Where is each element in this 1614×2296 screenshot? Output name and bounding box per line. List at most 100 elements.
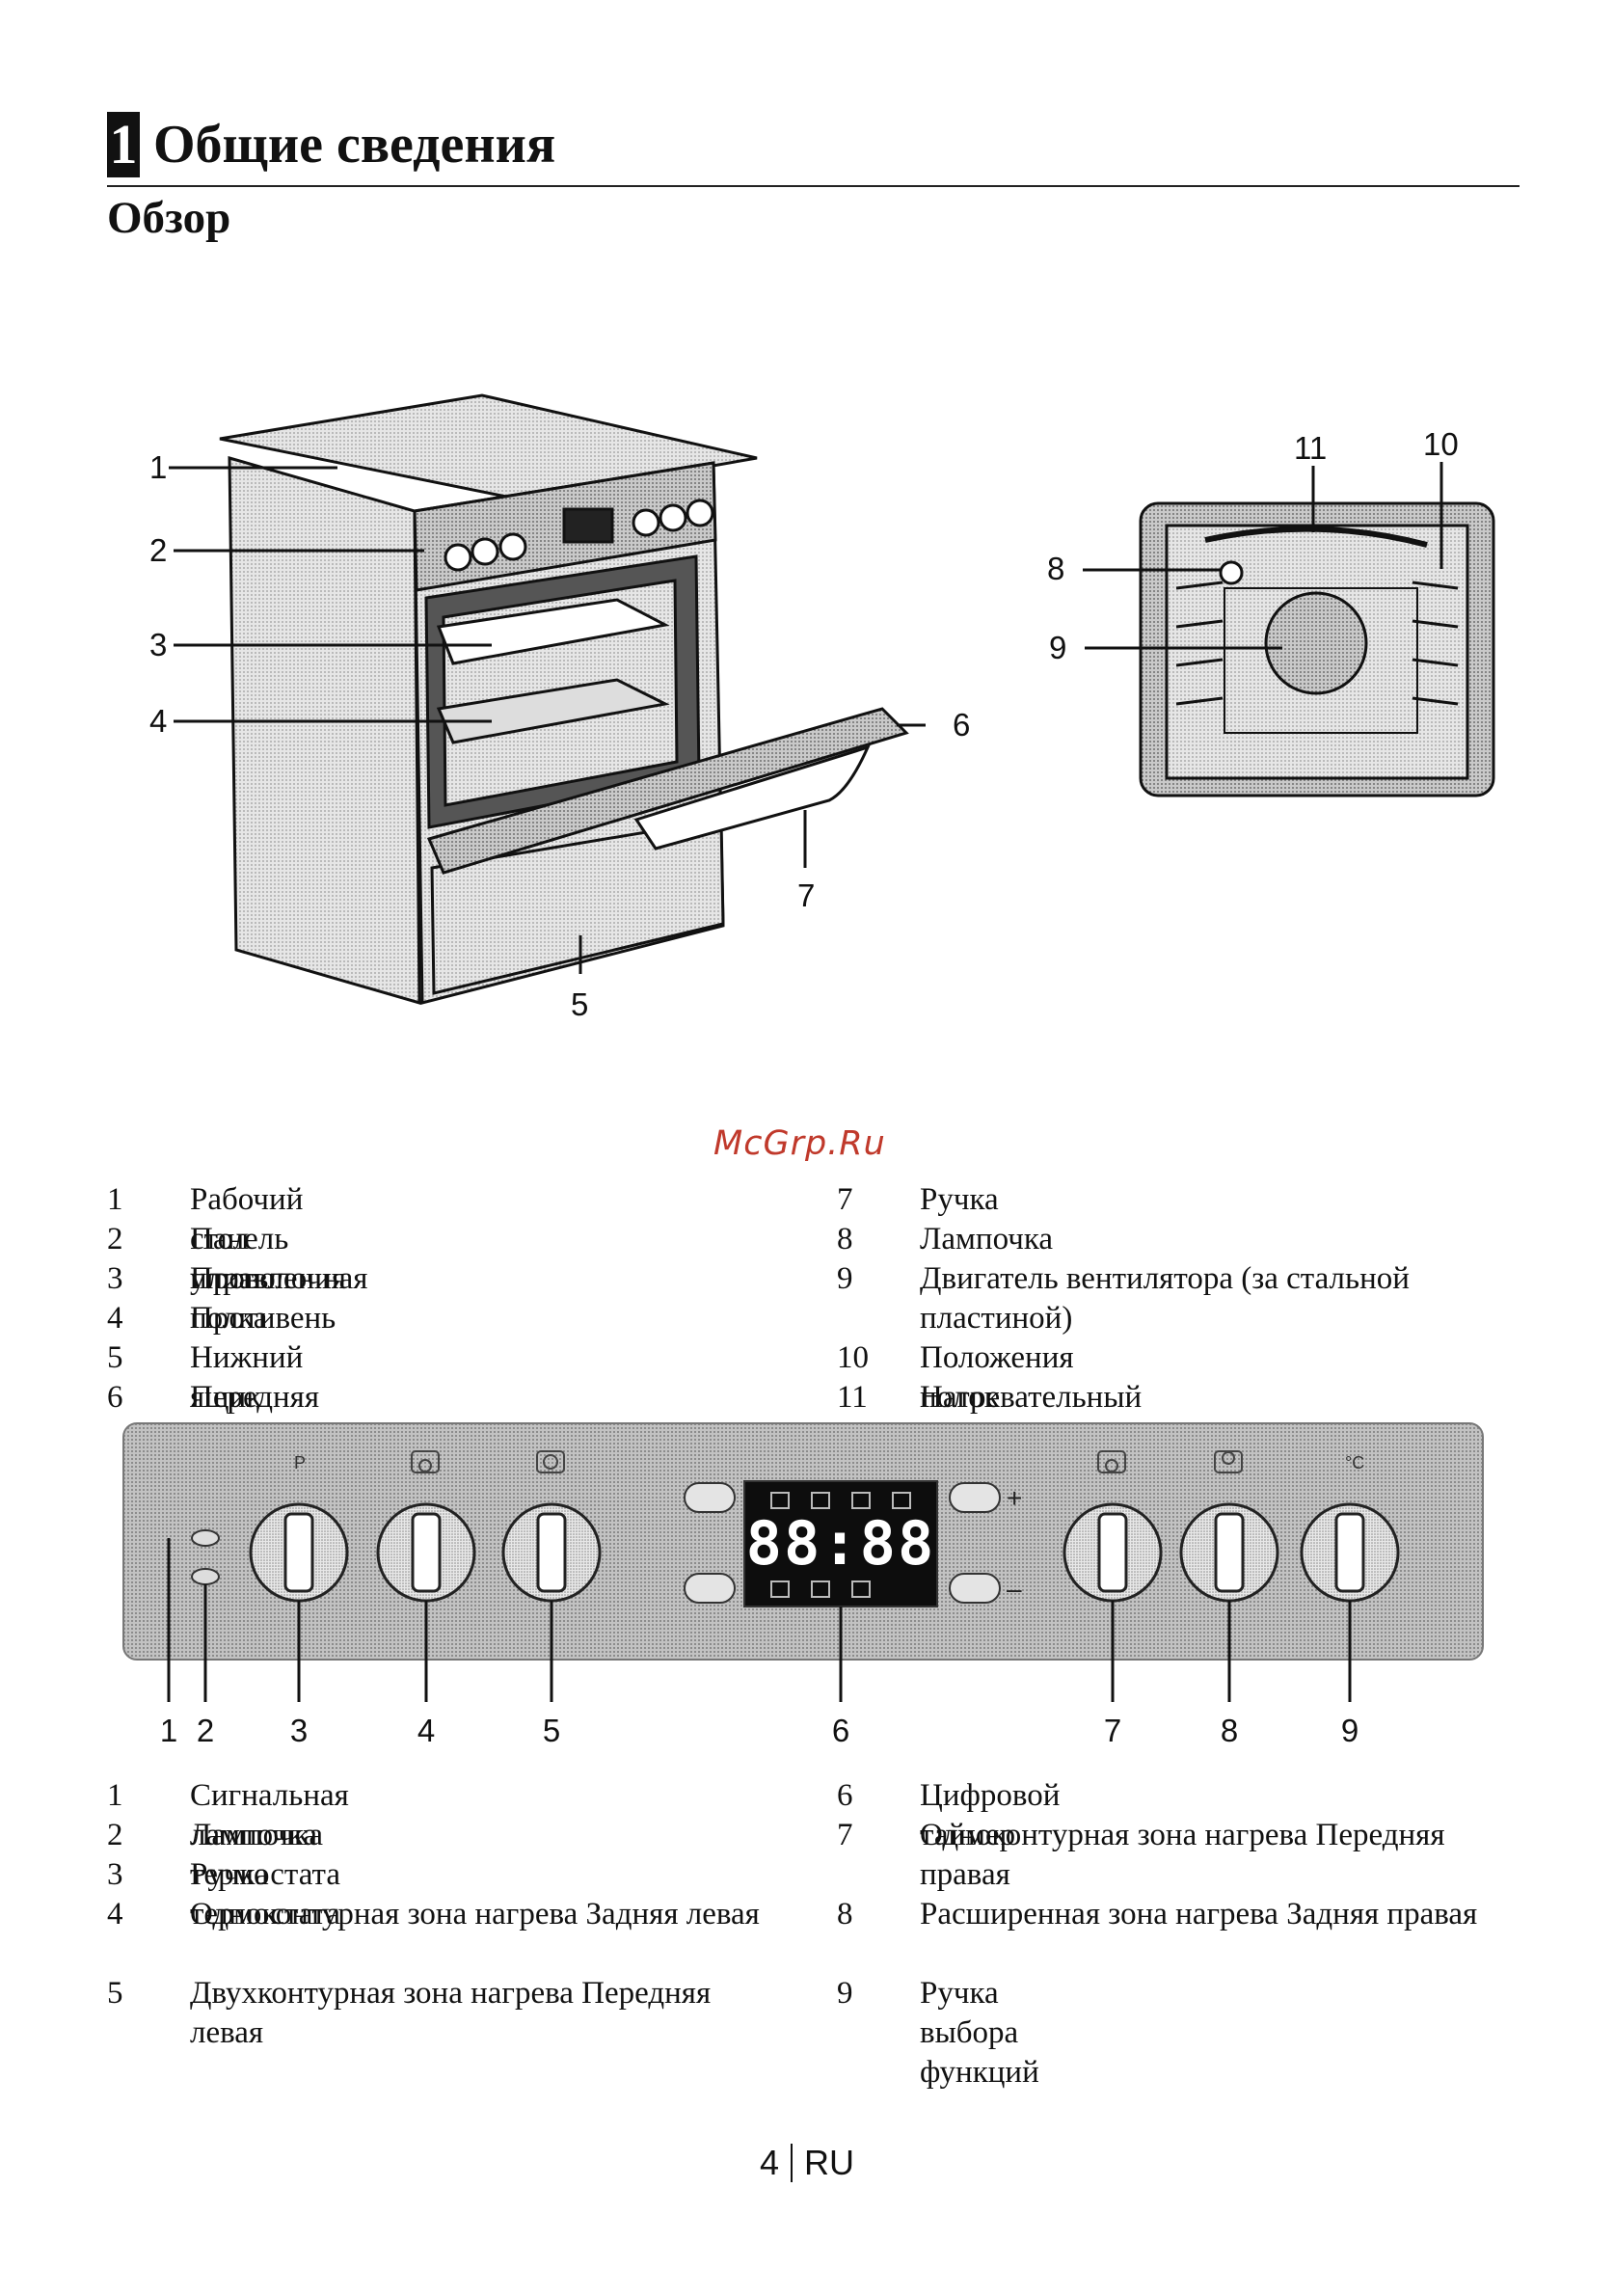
legend-text: Ручка [920, 1182, 999, 1217]
legend-num: 9 [837, 1976, 853, 2011]
oven-callout-label: 8 [1047, 551, 1064, 586]
function-selector-knob[interactable] [1300, 1502, 1400, 1603]
chapter-number: 1 [107, 112, 140, 177]
legend-text: Лампочка [920, 1222, 1053, 1256]
rear-right-zone-knob[interactable] [1179, 1502, 1279, 1603]
legend-num: 1 [107, 1182, 123, 1217]
minus-sign: – [1007, 1574, 1022, 1604]
legend-num: 1 [107, 1778, 123, 1813]
legend-num: 3 [107, 1857, 123, 1892]
stove-callout-label: 1 [149, 449, 167, 485]
legend-num: 5 [107, 1976, 123, 2011]
oven-callout-label: 11 [1294, 430, 1327, 466]
legend-num: 2 [107, 1222, 123, 1256]
legend-text: Проволочная полка [190, 1261, 368, 1336]
timer-buttons [684, 1482, 1001, 1604]
page-footer: 4 RU [0, 2143, 1614, 2183]
stove-callout-label: 3 [149, 627, 167, 662]
legend-num: 8 [837, 1222, 853, 1256]
panel-callout-label: 6 [832, 1713, 849, 1748]
thermostat-symbol: P [294, 1453, 306, 1472]
oven-callout-label: 9 [1049, 630, 1066, 665]
footer-separator [791, 2144, 794, 2182]
stove-callouts: 1 2 3 4 6 7 5 [149, 449, 970, 1022]
stove-figure: 1 2 3 4 6 7 5 11 10 8 9 [149, 393, 1495, 1022]
panel-callout-label: 1 [160, 1713, 177, 1748]
rear-left-zone-knob[interactable] [376, 1502, 476, 1603]
oven-shelf-rails [1175, 581, 1459, 706]
panel-callouts: 1 2 3 4 5 6 7 8 9 [160, 1713, 1358, 1748]
thermostat-knob[interactable] [249, 1502, 349, 1603]
legend-text: Положения полок [920, 1340, 1074, 1415]
front-left-zone-knob[interactable] [501, 1502, 602, 1603]
oven-callout-label: 10 [1423, 426, 1459, 462]
oven-interior-drawing [1139, 501, 1495, 797]
oven-callouts: 11 10 8 9 [1047, 426, 1459, 665]
signal-lamp [191, 1529, 220, 1547]
legend-text: Двигатель вентилятора (за стальной пласт… [920, 1261, 1410, 1336]
timer-mode-icons [770, 1492, 911, 1598]
panel-callout-label: 7 [1104, 1713, 1121, 1748]
page-language: RU [804, 2143, 855, 2182]
stove-callout-label: 2 [149, 532, 167, 568]
legend-num: 8 [837, 1897, 853, 1931]
legend-num: 6 [107, 1380, 123, 1415]
timer-minus-button[interactable] [949, 1573, 1001, 1604]
stove-legend: 1 Рабочий стол плиты 2 Панель управления… [107, 1180, 1520, 1454]
legend-num: 4 [107, 1301, 123, 1336]
watermark: McGrp.Ru [713, 1124, 886, 1163]
legend-text: Цифровой таймер [920, 1778, 1061, 1852]
stove-callout-lines [169, 466, 926, 974]
legend-num: 2 [107, 1818, 123, 1852]
stove-callout-label: 5 [571, 986, 588, 1022]
page-number: 4 [759, 2143, 780, 2182]
zone-icon [411, 1450, 1243, 1473]
timer-display: 88:88 [746, 1508, 936, 1579]
legend-text: Панель управления [190, 1222, 347, 1296]
section-title: Обзор [107, 193, 231, 243]
legend-text: Ручка выбора функций [920, 1976, 1039, 2090]
oven-callout-lines [1083, 462, 1443, 650]
digital-timer [743, 1480, 938, 1607]
panel-callout-label: 2 [197, 1713, 214, 1748]
panel-callout-label: 8 [1221, 1713, 1238, 1748]
legend-text: Одноконтурная зона нагрева Задняя левая [190, 1897, 760, 1931]
stove-callout-label: 7 [797, 878, 815, 913]
plus-sign: + [1007, 1483, 1022, 1513]
panel-callout-label: 5 [543, 1713, 560, 1748]
panel-callout-label: 3 [290, 1713, 308, 1748]
legend-text: Расширенная зона нагрева Задняя правая [920, 1897, 1478, 1931]
panel-callout-label: 4 [417, 1713, 435, 1748]
control-panel-figure: P °C + – 88:88 [122, 1422, 1484, 1748]
legend-num: 9 [837, 1261, 853, 1296]
legend-text: Нижний ящик [190, 1340, 304, 1415]
timer-clock-button[interactable] [684, 1573, 736, 1604]
legend-num: 5 [107, 1340, 123, 1375]
legend-text: Двухконтурная зона нагрева Передняя лева… [190, 1976, 712, 2050]
front-right-zone-knob[interactable] [1063, 1502, 1163, 1603]
legend-text: Рабочий стол плиты [190, 1182, 304, 1296]
legend-text: Одноконтурная зона нагрева Передняя прав… [920, 1818, 1445, 1892]
legend-num: 11 [837, 1380, 868, 1415]
panel-legend: 1 Сигнальная лампочка 2 Лампочка термост… [107, 1776, 1520, 2090]
legend-text: Противень [190, 1301, 336, 1336]
legend-num: 3 [107, 1261, 123, 1296]
timer-auto-button[interactable] [684, 1482, 736, 1513]
panel-callout-label: 9 [1341, 1713, 1358, 1748]
chapter-title: Общие сведения [153, 115, 556, 175]
legend-text: Сигнальная лампочка [190, 1778, 349, 1852]
thermostat-lamp [191, 1568, 220, 1585]
legend-text: Ручка термостата [190, 1857, 341, 1931]
legend-num: 10 [837, 1340, 869, 1375]
legend-num: 7 [837, 1182, 853, 1217]
timer-plus-button[interactable] [949, 1482, 1001, 1513]
legend-num: 4 [107, 1897, 123, 1931]
legend-num: 7 [837, 1818, 853, 1852]
stove-drawing [219, 393, 909, 1006]
legend-num: 6 [837, 1778, 853, 1813]
stove-callout-label: 4 [149, 703, 167, 739]
function-symbol: °C [1345, 1453, 1364, 1472]
legend-text: Лампочка термостата [190, 1818, 341, 1892]
heading-divider [107, 185, 1520, 187]
stove-callout-label: 6 [953, 707, 970, 743]
